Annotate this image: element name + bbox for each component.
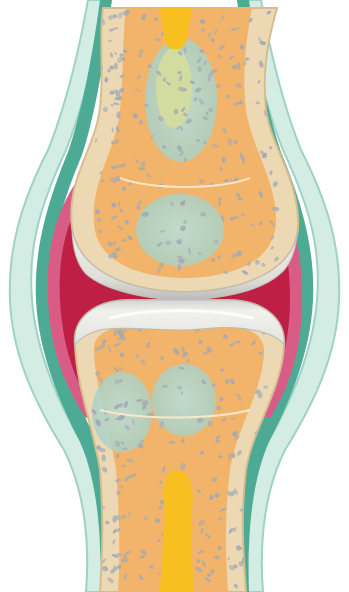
- bone-pore: [228, 557, 230, 561]
- bone-pore: [231, 28, 236, 31]
- bone-pore: [232, 453, 235, 459]
- bone-pore: [178, 264, 181, 271]
- growth-region-lower-left: [92, 372, 152, 452]
- bone-marrow-lower: [160, 470, 194, 592]
- bone-pore: [198, 340, 202, 344]
- bone-pore: [114, 63, 118, 70]
- growth-region-upper-head: [136, 194, 224, 266]
- upper-bone: [71, 8, 298, 292]
- bone-pore: [186, 359, 191, 363]
